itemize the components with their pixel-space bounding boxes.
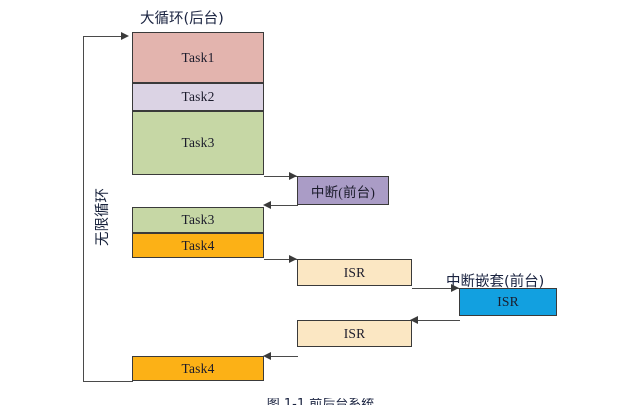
background-loop-title: 大循环(后台) (140, 11, 224, 27)
loop-bottom-segment (83, 381, 133, 382)
task-block-gap-1 (132, 175, 264, 207)
interrupt-enter-arrow (289, 171, 297, 180)
nested-enter-arrow (451, 283, 459, 292)
task-block-label: Task4 (181, 360, 215, 376)
isr-return-line (265, 356, 298, 357)
isr-upper-enter-line (264, 259, 297, 260)
isr-box-label: ISR (343, 264, 366, 280)
isr-upper-enter-arrow (289, 254, 297, 263)
isr-return-arrow (263, 351, 271, 360)
interrupt-enter-line (264, 176, 297, 177)
task-block-label: Task2 (181, 89, 215, 104)
nested-enter-line (412, 288, 459, 289)
infinite-loop-label: 无限循环 (91, 186, 112, 248)
task-block-task1[interactable]: Task1 (132, 32, 264, 83)
nested-return-line (414, 320, 460, 321)
nested-interrupt-title: 中断嵌套(前台) (446, 274, 545, 290)
nested-return-arrow (410, 315, 418, 324)
isr-lower-box[interactable]: ISR (297, 320, 412, 347)
isr-nested-box[interactable]: ISR (459, 288, 557, 316)
task-block-label: Task3 (181, 135, 215, 150)
task-block-task2[interactable]: Task2 (132, 83, 264, 111)
task-block-task3-resume[interactable]: Task3 (132, 207, 264, 233)
isr-gap-block (297, 286, 412, 320)
isr-upper-box[interactable]: ISR (297, 259, 412, 286)
task-block-task4[interactable]: Task4 (132, 233, 264, 258)
task-block-label: Task1 (181, 49, 215, 65)
isr-nested-label: ISR (497, 294, 519, 309)
isr-box-label: ISR (343, 325, 366, 341)
task-block-label: Task3 (181, 212, 215, 227)
loop-left-segment (83, 36, 84, 381)
interrupt-box[interactable]: 中断(前台) (297, 176, 389, 205)
interrupt-return-arrow (263, 200, 271, 209)
task-block-task4-resume[interactable]: Task4 (132, 356, 264, 381)
task-block-label: Task4 (181, 237, 215, 253)
interrupt-return-line (265, 205, 298, 206)
task-block-task3[interactable]: Task3 (132, 111, 264, 175)
task-block-gap-2 (132, 258, 264, 356)
loop-top-segment (83, 36, 123, 37)
loop-arrow-head (121, 31, 129, 40)
interrupt-box-label: 中断(前台) (310, 184, 376, 200)
figure-caption: 图 1-1 前后台系统 (0, 398, 641, 405)
